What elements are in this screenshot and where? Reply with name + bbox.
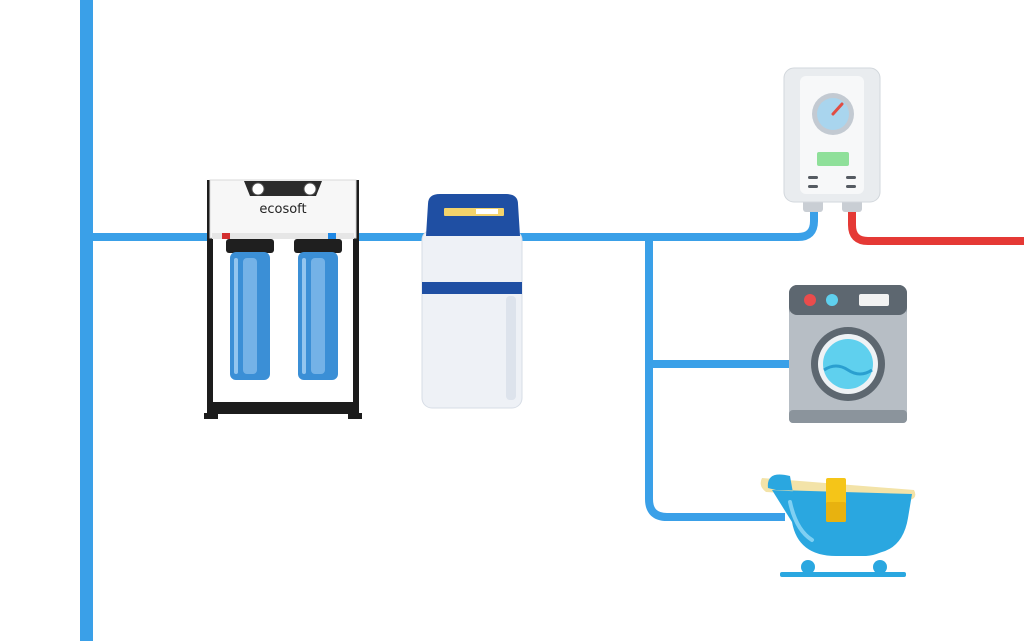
filter-gauge-right (303, 182, 317, 196)
filter-port-blue (328, 233, 336, 239)
bath-body-front (772, 490, 906, 556)
softener-to-heater-pipe (518, 205, 818, 241)
filter-system: ecosoft (204, 179, 362, 419)
washer-plinth (789, 410, 907, 423)
washing-machine-icon (789, 285, 907, 423)
bath-floor-line (780, 572, 906, 577)
filter-port-red (222, 233, 230, 239)
washer-display (859, 294, 889, 306)
filter-to-softener-pipe (355, 233, 425, 241)
softener-band (422, 282, 522, 294)
main-riser-pipe (80, 0, 93, 641)
filter-frame-left (207, 180, 213, 416)
bath-towel-fold (826, 502, 846, 522)
hot-water-pipe (848, 205, 1024, 245)
filter-housing-left-shine (234, 258, 238, 374)
boiler-icon (783, 67, 881, 212)
filter-housing-right-shine (302, 258, 306, 374)
washer-water-wave (823, 364, 873, 376)
filter-cartridge-left (243, 258, 257, 374)
heater-gauge-needle (831, 102, 844, 116)
heater-button-3 (808, 185, 818, 188)
filter-frame-right (353, 180, 359, 416)
bath-foot-right (873, 560, 887, 574)
filter-frame-base (207, 402, 359, 414)
softener (421, 194, 523, 409)
bath-shine (788, 500, 814, 542)
softener-body-shade (506, 296, 516, 400)
filter-foot-left (204, 413, 218, 419)
filter-port-strip (212, 233, 354, 239)
heater-button-4 (846, 185, 856, 188)
washer-button-blue (826, 294, 838, 306)
filter-cap-left (226, 239, 274, 253)
branch-pipe (645, 237, 785, 521)
filter-cartridge-right (311, 258, 325, 374)
filter-brand-label: ecosoft (259, 202, 306, 217)
bathtub-icon (760, 474, 916, 577)
washer-feed-pipe (649, 360, 791, 368)
heater-button-1 (808, 176, 818, 179)
softener-display (476, 209, 498, 214)
filter-cap-right (294, 239, 342, 253)
bath-foot-left (801, 560, 815, 574)
filter-foot-right (348, 413, 362, 419)
washer-top-panel (789, 285, 907, 315)
washer-button-red (804, 294, 816, 306)
heater-display (817, 152, 849, 166)
washer-window (823, 339, 873, 389)
heater-button-2 (846, 176, 856, 179)
inlet-pipe (93, 233, 213, 241)
filter-gauge-left (251, 182, 265, 196)
